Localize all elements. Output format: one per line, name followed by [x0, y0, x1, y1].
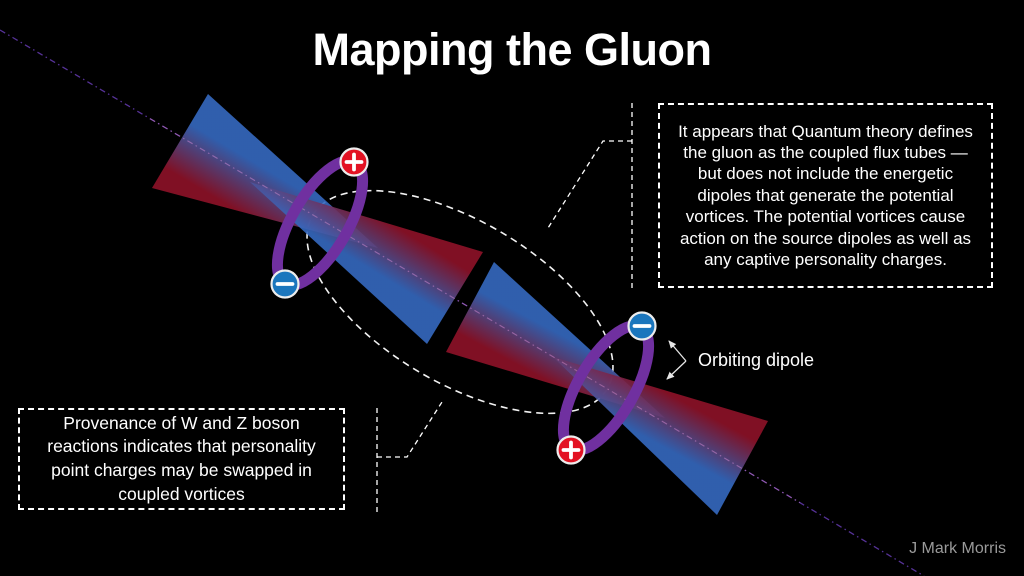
arrow-up-icon [668, 340, 687, 362]
provenance-callout-leader-line [377, 401, 443, 458]
page-title: Mapping the Gluon [312, 24, 712, 75]
callout-connectors [376, 103, 633, 513]
callout-provenance: Provenance of W and Z boson reactions in… [18, 408, 345, 510]
orbiting-dipole-label: Orbiting dipole [698, 350, 815, 370]
upper-vortex-inner-cone [250, 182, 483, 344]
callout-provenance-text: Provenance of W and Z boson reactions in… [47, 412, 316, 504]
lower-negative-charge [627, 311, 657, 341]
flux-tube-cones [152, 94, 768, 515]
credit-author: J Mark Morris [909, 540, 1006, 557]
orbiting-dipole-arrows [666, 340, 687, 380]
arrow-down-icon [666, 360, 687, 380]
vortex-axis-line [0, 29, 925, 576]
callout-quantum-theory-text: It appears that Quantum theory defines t… [678, 121, 973, 270]
plus-icon [344, 152, 364, 172]
lower-vortex-outer-cone [553, 357, 768, 515]
plus-icon [561, 440, 581, 460]
axis-overlay-line [149, 118, 801, 504]
callout-quantum-theory: It appears that Quantum theory defines t… [658, 103, 993, 288]
quantum-callout-leader-line [547, 140, 632, 229]
lower-positive-charge [556, 435, 586, 465]
upper-negative-charge [270, 269, 300, 299]
upper-positive-charge [339, 147, 369, 177]
point-charges [270, 147, 657, 465]
